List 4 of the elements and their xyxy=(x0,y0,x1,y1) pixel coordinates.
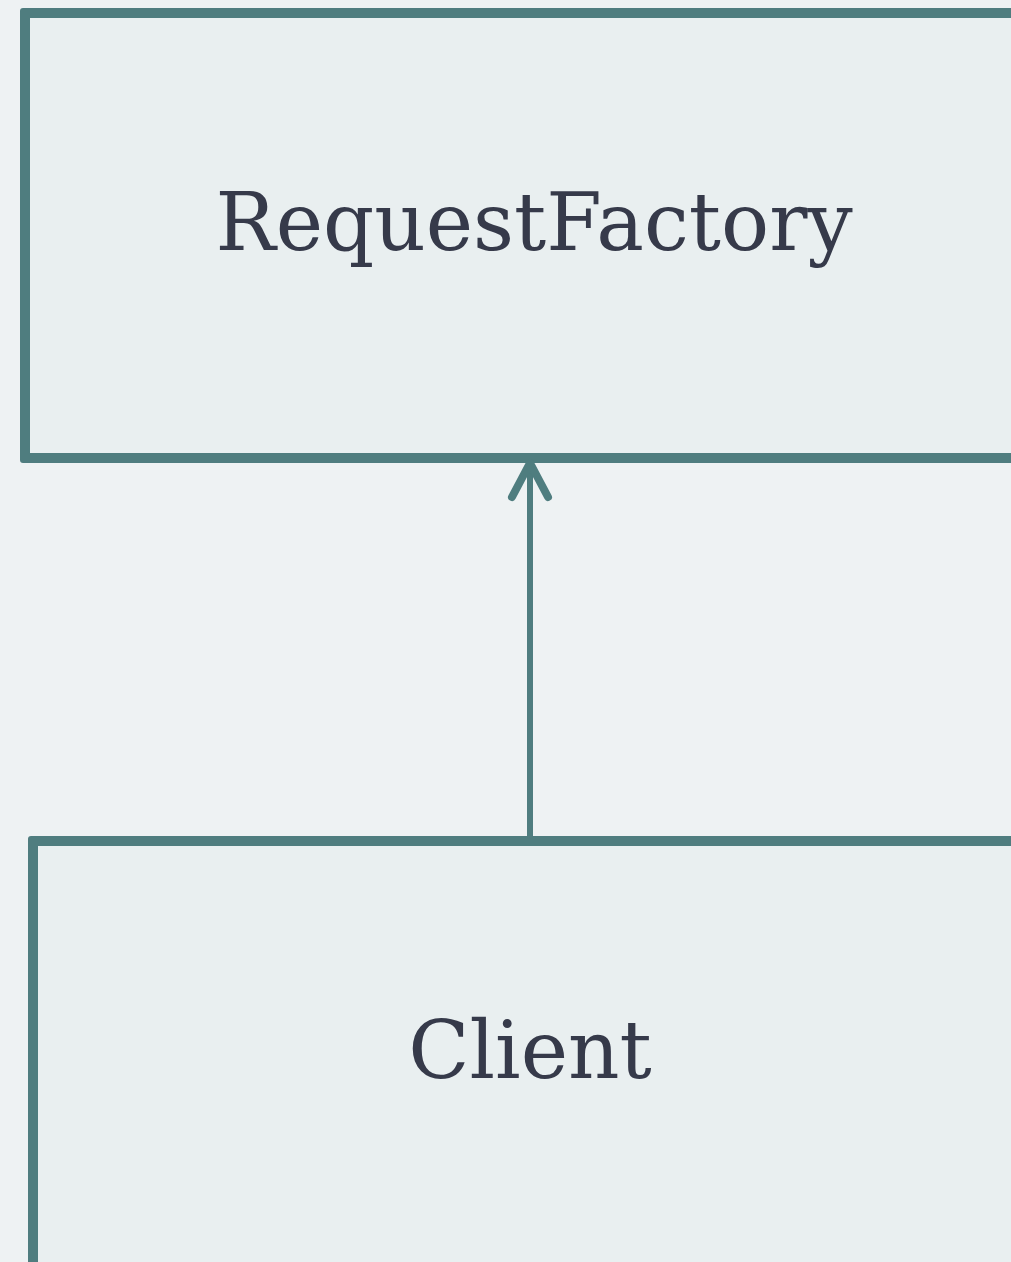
class-box xyxy=(20,8,1011,463)
class-name: Client xyxy=(408,1003,652,1097)
class-name: RequestFactory xyxy=(215,175,853,269)
class-box xyxy=(28,836,1011,1262)
